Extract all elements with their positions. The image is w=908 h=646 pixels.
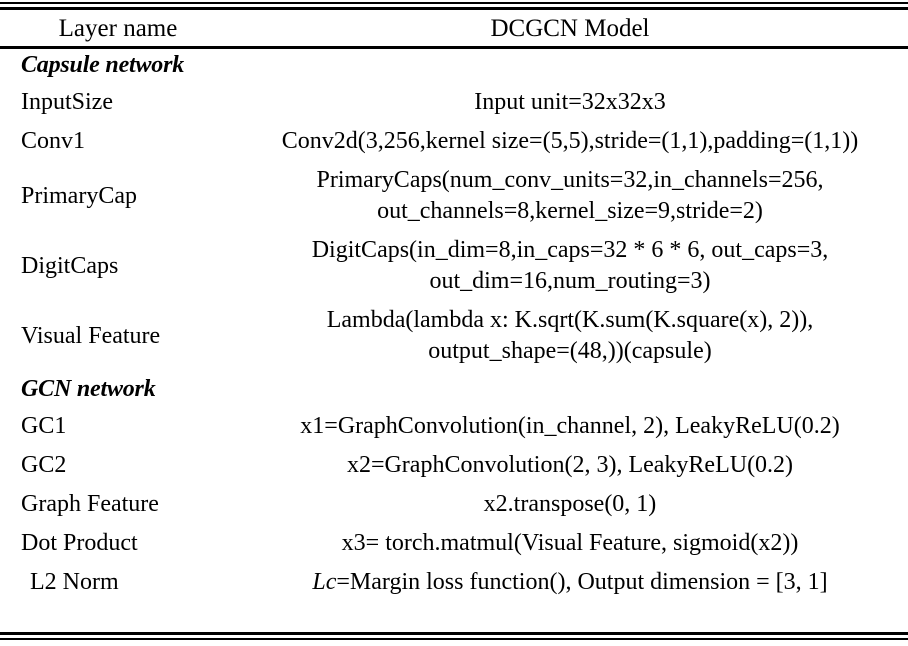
value-line: Lambda(lambda x: K.sqrt(K.sum(K.square(x… — [326, 307, 814, 333]
row-value-gc1: x1=GraphConvolution(in_channel, 2), Leak… — [232, 407, 908, 446]
row-value-graph-feature: x2.transpose(0, 1) — [232, 485, 908, 524]
row-value-dot-product: x3= torch.matmul(Visual Feature, sigmoid… — [232, 524, 908, 563]
table-grid: Layer name DCGCN Model Capsule network I… — [0, 10, 908, 602]
table-bottom-rule-inner — [0, 632, 908, 635]
row-label-inputsize: InputSize — [21, 89, 113, 115]
table-row: GC1 x1=GraphConvolution(in_channel, 2), … — [0, 407, 908, 446]
table-header-row: Layer name DCGCN Model — [0, 10, 908, 47]
table-row: DigitCaps DigitCaps(in_dim=8,in_caps=32 … — [0, 231, 908, 301]
section-heading-capsule-network: Capsule network — [21, 52, 185, 78]
row-label-visual-feature: Visual Feature — [21, 322, 161, 349]
row-label-conv1: Conv1 — [21, 128, 86, 154]
row-label-dot-product: Dot Product — [21, 530, 138, 556]
value-line: x3= torch.matmul(Visual Feature, sigmoid… — [341, 530, 799, 556]
value-line: x2=GraphConvolution(2, 3), LeakyReLU(0.2… — [346, 452, 794, 478]
row-label-l2-norm: L2 Norm — [30, 569, 119, 595]
row-value-digitcaps: DigitCaps(in_dim=8,in_caps=32 * 6 * 6, o… — [232, 231, 908, 301]
row-label-digitcaps: DigitCaps — [21, 252, 119, 279]
table-row: PrimaryCap PrimaryCaps(num_conv_units=32… — [0, 161, 908, 231]
column-header-layer-name: Layer name — [58, 14, 178, 42]
value-line: x2.transpose(0, 1) — [483, 491, 657, 517]
section-heading-row: GCN network — [0, 371, 908, 407]
table-top-rule-outer — [0, 2, 908, 4]
row-value-inputsize: Input unit=32x32x3 — [232, 83, 908, 122]
table-row: Graph Feature x2.transpose(0, 1) — [0, 485, 908, 524]
section-heading-row: Capsule network — [0, 47, 908, 83]
row-value-gc2: x2=GraphConvolution(2, 3), LeakyReLU(0.2… — [232, 446, 908, 485]
table-row: InputSize Input unit=32x32x3 — [0, 83, 908, 122]
value-line: PrimaryCaps(num_conv_units=32,in_channel… — [316, 167, 824, 193]
table-row: Visual Feature Lambda(lambda x: K.sqrt(K… — [0, 301, 908, 371]
table-row: L2 Norm Lc=Margin loss function(), Outpu… — [0, 563, 908, 602]
value-line: DigitCaps(in_dim=8,in_caps=32 * 6 * 6, o… — [311, 237, 829, 263]
value-line: Input unit=32x32x3 — [474, 89, 666, 115]
math-symbol-lc: Lc — [312, 569, 337, 595]
table-row: GC2 x2=GraphConvolution(2, 3), LeakyReLU… — [0, 446, 908, 485]
row-label-primarycap: PrimaryCap — [21, 182, 137, 209]
table-top-rule-inner — [0, 7, 908, 10]
value-line: out_channels=8,kernel_size=9,stride=2) — [377, 198, 763, 224]
value-line: Lc=Margin loss function(), Output dimens… — [238, 567, 902, 598]
value-line: x1=GraphConvolution(in_channel, 2), Leak… — [300, 413, 840, 439]
row-value-visual-feature: Lambda(lambda x: K.sqrt(K.sum(K.square(x… — [232, 301, 908, 371]
row-value-primarycap: PrimaryCaps(num_conv_units=32,in_channel… — [232, 161, 908, 231]
value-line: Conv2d(3,256,kernel size=(5,5),stride=(1… — [281, 128, 859, 154]
value-line: out_dim=16,num_routing=3) — [429, 268, 711, 294]
column-header-dcgcn-model: DCGCN Model — [490, 14, 650, 42]
row-label-gc1: GC1 — [21, 413, 67, 439]
row-value-l2-norm: Lc=Margin loss function(), Output dimens… — [232, 563, 908, 602]
row-label-gc2: GC2 — [21, 452, 67, 478]
table-row: Conv1 Conv2d(3,256,kernel size=(5,5),str… — [0, 122, 908, 161]
table-header-rule — [0, 46, 908, 49]
row-value-conv1: Conv2d(3,256,kernel size=(5,5),stride=(1… — [232, 122, 908, 161]
table-row: Dot Product x3= torch.matmul(Visual Feat… — [0, 524, 908, 563]
value-line-text: =Margin loss function(), Output dimensio… — [336, 569, 828, 595]
table-bottom-rule-outer — [0, 638, 908, 640]
value-line: output_shape=(48,))(capsule) — [428, 338, 712, 364]
section-heading-gcn-network: GCN network — [21, 376, 156, 402]
row-label-graph-feature: Graph Feature — [21, 491, 159, 517]
